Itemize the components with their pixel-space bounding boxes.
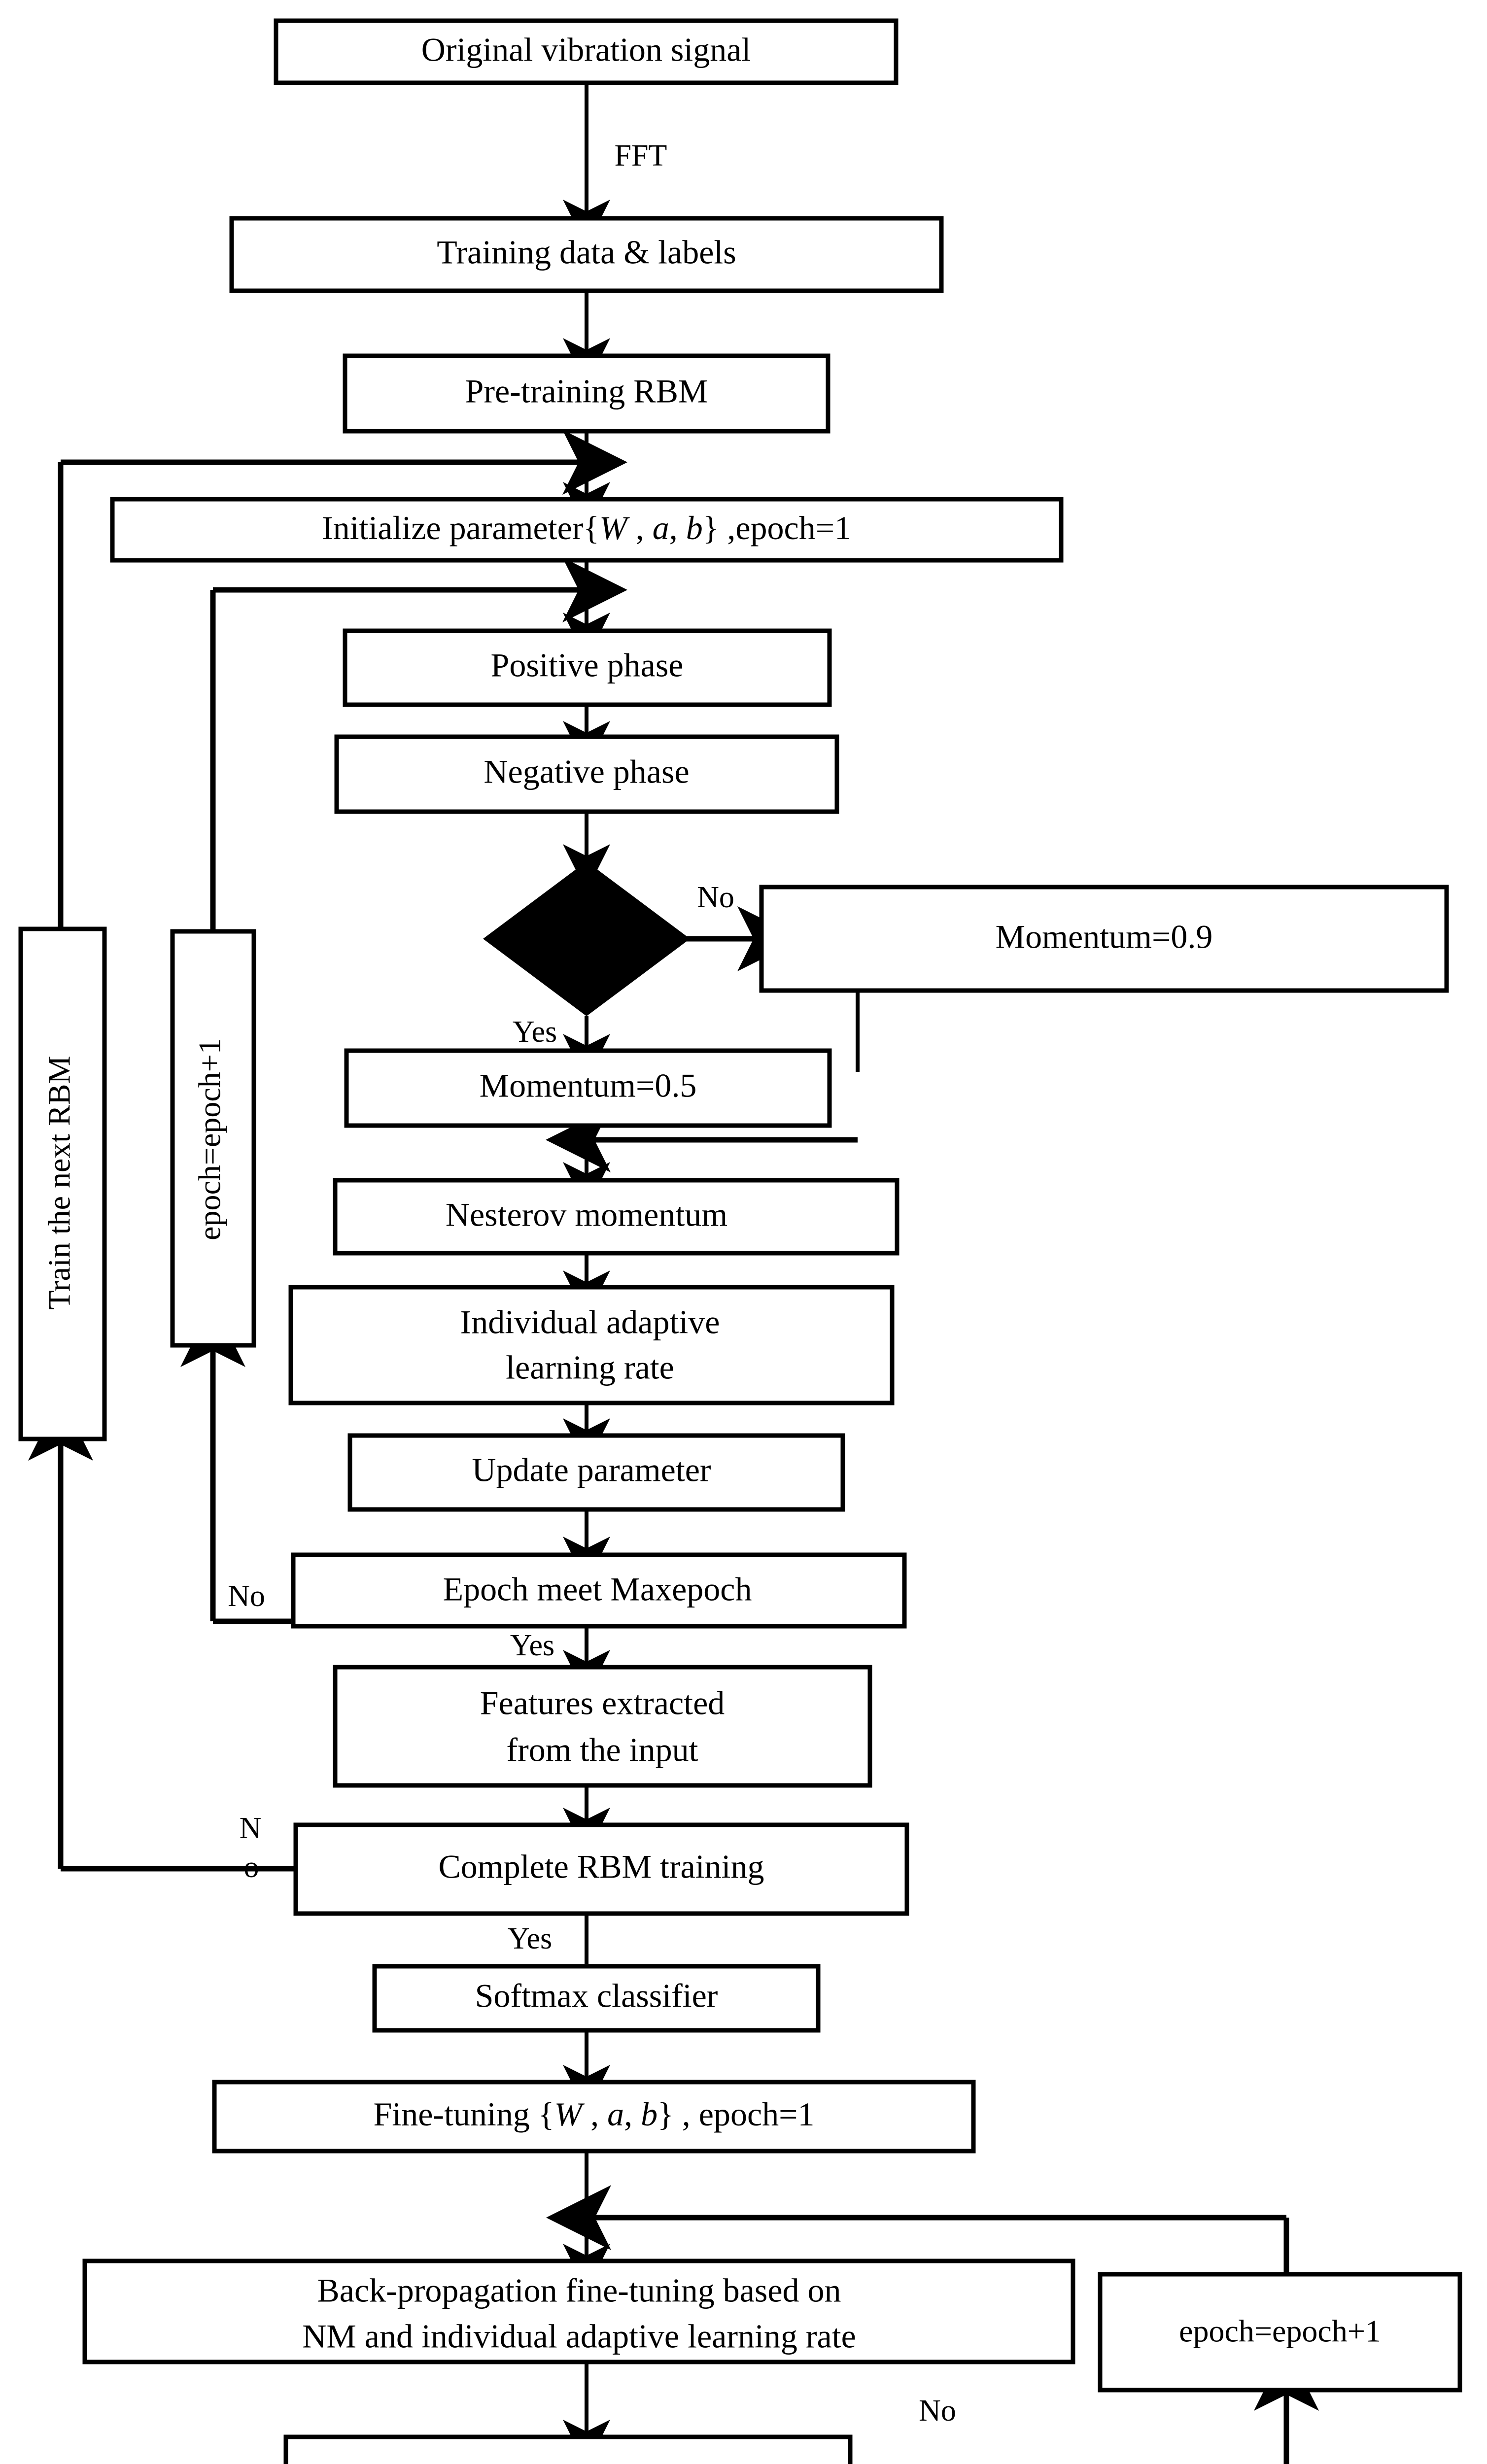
node-original-vibration-signal[interactable]: Original vibration signal — [274, 18, 899, 85]
node-box — [293, 1822, 909, 1916]
node-decision-epoch-lt-5[interactable]: epoch<5 — [483, 861, 690, 1016]
init-prefix: Initialize parameter{ — [322, 509, 599, 547]
node-box — [343, 353, 830, 434]
node-box — [110, 497, 1064, 563]
node-box — [212, 2080, 976, 2154]
edge-label-fft: FFT — [615, 139, 667, 172]
node-fine-tuning[interactable]: Fine-tuning {W , a, b} , epoch=1 — [212, 2080, 976, 2154]
init-var-a: a — [653, 509, 669, 547]
node-label-line1: Back-propagation fine-tuning based on — [317, 2272, 841, 2309]
node-label: epoch=epoch+1 — [1179, 2314, 1381, 2349]
node-label: Epoch meet Maxepoch — [443, 1571, 752, 1608]
node-label-line1: Individual adaptive — [460, 1303, 720, 1341]
node-box — [170, 929, 256, 1348]
node-label: epoch<5 — [529, 919, 645, 957]
connectors — [28, 83, 1319, 2464]
node-softmax-classifier[interactable]: Softmax classifier — [372, 1964, 821, 2033]
node-box — [344, 1048, 832, 1128]
ft-prefix: Fine-tuning — [374, 2095, 538, 2133]
node-label: Momentum=0.9 — [996, 918, 1213, 956]
edge-labels: FFT No Yes No Yes N o Yes No Yes — [228, 139, 956, 2428]
node-label: Original vibration signal — [421, 31, 751, 68]
node-epoch-meet-maxepoch-2[interactable]: Epoch meet Maxepoch — [283, 2434, 853, 2464]
node-box — [274, 18, 899, 85]
init-sep1: , — [627, 509, 653, 547]
edge-label-completerbm-no-top: N — [240, 1812, 262, 1845]
node-epoch-increment-1[interactable]: epoch=epoch+1 — [170, 929, 256, 1348]
edge-label-maxepoch1-no: No — [228, 1579, 265, 1613]
node-label: Initialize parameter{W , a, b} ,epoch=1 — [322, 509, 851, 547]
node-box — [291, 1552, 907, 1629]
node-negative-phase[interactable]: Negative phase — [334, 734, 839, 814]
node-positive-phase[interactable]: Positive phase — [343, 628, 832, 707]
init-sep2: , — [669, 509, 686, 547]
node-label-line1: Features extracted — [480, 1684, 725, 1722]
edge-label-decision-yes: Yes — [513, 1015, 557, 1049]
init-suffix: } ,epoch=1 — [703, 509, 851, 547]
node-label: Fine-tuning {W , a, b} , epoch=1 — [374, 2095, 815, 2133]
node-box — [372, 1964, 821, 2033]
node-label: Pre-training RBM — [465, 373, 708, 410]
node-features-extracted[interactable]: Features extracted from the input — [333, 1665, 872, 1788]
node-box — [333, 1665, 872, 1788]
node-box — [1098, 2272, 1462, 2393]
node-label-line2: learning rate — [506, 1349, 674, 1386]
node-nesterov-momentum[interactable]: Nesterov momentum — [333, 1178, 899, 1256]
node-label: Train the next RBM — [42, 1056, 77, 1310]
node-label: Positive phase — [491, 647, 684, 684]
node-epoch-increment-2[interactable]: epoch=epoch+1 — [1098, 2272, 1462, 2393]
ft-sep2: , — [624, 2095, 641, 2133]
node-momentum-05[interactable]: Momentum=0.5 — [344, 1048, 832, 1128]
node-box — [288, 1285, 895, 1405]
node-label: Update parameter — [472, 1451, 711, 1489]
node-box — [18, 926, 107, 1441]
node-box — [343, 628, 832, 707]
ft-var-w: W — [554, 2095, 585, 2133]
ft-sep1: , — [582, 2095, 607, 2133]
node-box — [82, 2259, 1075, 2364]
node-box — [334, 734, 839, 814]
node-box — [759, 885, 1449, 993]
ft-var-a: a — [607, 2095, 624, 2133]
node-momentum-09[interactable]: Momentum=0.9 — [759, 885, 1449, 993]
node-label: Training data & labels — [437, 234, 736, 271]
node-label: Complete RBM training — [438, 1848, 764, 1885]
node-label: Softmax classifier — [475, 1977, 718, 2015]
node-label: Nesterov momentum — [446, 1196, 727, 1233]
node-initialize-parameter[interactable]: Initialize parameter{W , a, b} ,epoch=1 — [110, 497, 1064, 563]
edge-label-decision-no: No — [697, 881, 734, 914]
edge-label-maxepoch2-no: No — [919, 2394, 956, 2428]
init-var-b: b — [686, 509, 703, 547]
node-box — [229, 216, 944, 293]
ft-brace-open: { — [538, 2095, 554, 2133]
node-label: Momentum=0.5 — [480, 1067, 697, 1104]
node-individual-adaptive-learning-rate[interactable]: Individual adaptive learning rate — [288, 1285, 895, 1405]
node-label: Negative phase — [484, 753, 689, 790]
node-backprop-fine-tuning[interactable]: Back-propagation fine-tuning based on NM… — [82, 2259, 1075, 2364]
node-complete-rbm-training[interactable]: Complete RBM training — [293, 1822, 909, 1916]
ft-var-b: b — [641, 2095, 657, 2133]
node-box — [333, 1178, 899, 1256]
node-epoch-meet-maxepoch-1[interactable]: Epoch meet Maxepoch — [291, 1552, 907, 1629]
node-box — [347, 1433, 845, 1512]
ft-suffix: , epoch=1 — [674, 2095, 815, 2133]
node-update-parameter[interactable]: Update parameter — [347, 1433, 845, 1512]
node-pre-training-rbm[interactable]: Pre-training RBM — [343, 353, 830, 434]
edge-label-maxepoch1-yes: Yes — [510, 1629, 554, 1662]
node-label-line2: from the input — [506, 1731, 698, 1769]
edge-label-completerbm-no-bottom: o — [244, 1850, 259, 1884]
edge-label-completerbm-yes: Yes — [508, 1922, 552, 1955]
ft-brace-close: } — [657, 2095, 674, 2133]
node-training-data-labels[interactable]: Training data & labels — [229, 216, 944, 293]
node-train-the-next-rbm[interactable]: Train the next RBM — [18, 926, 107, 1441]
node-label-line2: NM and individual adaptive learning rate — [302, 2318, 856, 2355]
node-box — [283, 2434, 853, 2464]
node-label: epoch=epoch+1 — [192, 1038, 227, 1240]
node-diamond — [483, 861, 690, 1016]
init-var-w: W — [599, 509, 630, 547]
